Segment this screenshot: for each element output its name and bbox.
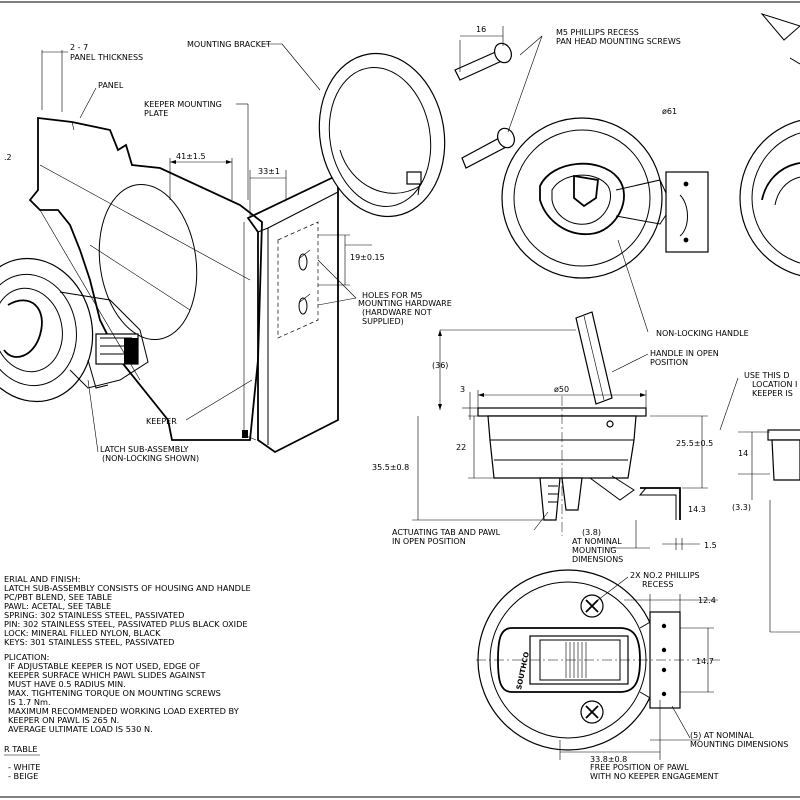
label-dim-41: 41±1.5 [176,152,206,161]
label-dim-14: 14 [738,449,748,458]
label-holes-2: MOUNTING HARDWARE [358,299,452,308]
label-dim-22: 22 [456,443,466,452]
label-dim-14-3: 14.3 [688,505,706,514]
table-title: R TABLE [4,744,38,754]
note-application-1: IF ADJUSTABLE KEEPER IS NOT USED, EDGE O… [8,661,201,671]
note-material-0: ERIAL AND FINISH: [4,574,80,584]
label-free-pos-2: WITH NO KEEPER ENGAGEMENT [590,772,719,781]
label-non-locking-handle: NON-LOCKING HANDLE [656,329,749,338]
note-material-5: PIN: 302 STAINLESS STEEL, PASSIVATED PLU… [4,619,248,629]
note-application-2: KEEPER SURFACE WHICH PAWL SLIDES AGAINST [8,670,206,680]
note-application-6: MAXIMUM RECOMMENDED WORKING LOAD EXERTED… [8,706,240,716]
color-table: R TABLE - WHITE - BEIGE [4,744,40,781]
label-use-this-2: LOCATION I [752,380,797,389]
note-application-4: MAX. TIGHTENING TORQUE ON MOUNTING SCREW… [8,688,221,698]
label-dim-12-4: 12.4 [698,596,716,605]
note-application-5: IS 1.7 Nm. [8,697,51,707]
label-handle-open-1: HANDLE IN OPEN [650,349,719,358]
annotation-labels: 2 - 7 PANEL THICKNESS PANEL MOUNTING BRA… [4,25,797,781]
latch-side-view-locking [738,429,800,633]
label-dia-50: ø50 [554,385,569,394]
label-screws-1: M5 PHILLIPS RECESS [556,28,639,37]
label-screws-2: PAN HEAD MOUNTING SCREWS [556,37,681,46]
label-dim-33: 33±1 [258,167,280,176]
label-nominal-3: DIMENSIONS [572,555,623,564]
label-dia-61: ø61 [662,107,677,116]
label-panel: PANEL [98,81,124,90]
label-dim-14-7: 14.7 [696,657,714,666]
phillips-screw-head-top [580,594,604,618]
latch-front-view-locking [739,13,800,277]
label-dim-1-5: 1.5 [704,541,717,550]
leader-lines [79,35,739,739]
note-material-1: LATCH SUB-ASSEMBLY CONSISTS OF HOUSING A… [4,583,251,593]
label-handle-open-2: POSITION [650,358,688,367]
note-material-2: PC/PBT BLEND, SEE TABLE [4,592,112,602]
note-application-7: KEEPER ON PAWL IS 265 N. [8,715,119,725]
mounting-screws [454,26,515,169]
label-dim-5-1: (5) AT NOMINAL [690,731,754,740]
label-holes-4: SUPPLIED) [362,317,404,326]
note-material-3: PAWL: ACETAL, SEE TABLE [4,601,111,611]
label-dim-5-2: MOUNTING DIMENSIONS [690,740,788,749]
label-actuating-1: ACTUATING TAB AND PAWL [392,528,501,537]
table-row-white: - WHITE [8,762,40,772]
label-dim-19: 19±0.15 [350,253,385,262]
application-notes: PLICATION: IF ADJUSTABLE KEEPER IS NOT U… [4,652,240,734]
label-use-this-1: USE THIS D [744,371,790,380]
label-free-pos-1: FREE POSITION OF PAWL [590,763,689,772]
table-row-beige: - BEIGE [8,771,38,781]
note-material-4: SPRING: 302 STAINLESS STEEL, PASSIVATED [4,610,184,620]
label-holes-3: (HARDWARE NOT [362,308,432,317]
note-application-8: AVERAGE ULTIMATE LOAD IS 530 N. [8,724,153,734]
keeper-mounting-plate [242,173,339,454]
note-material-7: KEYS: 301 STAINLESS STEEL, PASSIVATED [4,637,174,647]
panel-illustration [28,116,263,441]
plate-dimensions [41,50,372,286]
material-notes: ERIAL AND FINISH: LATCH SUB-ASSEMBLY CON… [4,574,251,647]
label-mounting-bracket: MOUNTING BRACKET [187,40,271,49]
label-panel-thickness-dim: 2 - 7 [70,43,88,52]
label-keeper: KEEPER [146,417,177,426]
latch-side-view [477,311,681,536]
label-phillips-2: RECESS [642,580,673,589]
label-dim-35-5: 35.5±0.8 [372,463,409,472]
label-dim-3: 3 [460,385,465,394]
side-view-dimensions [412,329,708,550]
label-dim-3-3: (3.3) [732,503,751,512]
note-material-6: LOCK: MINERAL FILLED NYLON, BLACK [4,628,161,638]
label-latch-1: LATCH SUB-ASSEMBLY [100,445,189,454]
label-phillips-1: 2X NO.2 PHILLIPS [630,571,700,580]
label-nominal-1: AT NOMINAL [572,537,622,546]
label-dim-36: (36) [432,361,448,370]
label-actuating-2: IN OPEN POSITION [392,537,466,546]
label-use-this-3: KEEPER IS [752,389,793,398]
label-panel-thickness: PANEL THICKNESS [70,53,143,62]
latch-front-view [501,117,709,279]
mounting-bracket [318,52,446,218]
label-dim-25-5: 25.5±0.5 [676,439,713,448]
note-application-0: PLICATION: [4,652,49,662]
label-dim-3-8: (3.8) [582,528,601,537]
label-keeper-plate-1: KEEPER MOUNTING [144,100,222,109]
label-holes-1: HOLES FOR M5 [362,291,422,300]
latch-sub-assembly-iso [0,209,149,403]
label-screw-length: 16 [476,25,486,34]
label-nominal-2: MOUNTING [572,546,616,555]
note-application-3: MUST HAVE 0.5 RADIUS MIN. [8,679,126,689]
top-view-dimensions [476,594,720,760]
label-latch-2: (NON-LOCKING SHOWN) [102,454,199,463]
phillips-screw-head-bottom [580,700,604,724]
label-partial-dim: .2 [4,153,12,162]
label-keeper-plate-2: PLATE [144,109,168,118]
label-dim-33-8: 33.8±0.8 [590,755,627,764]
